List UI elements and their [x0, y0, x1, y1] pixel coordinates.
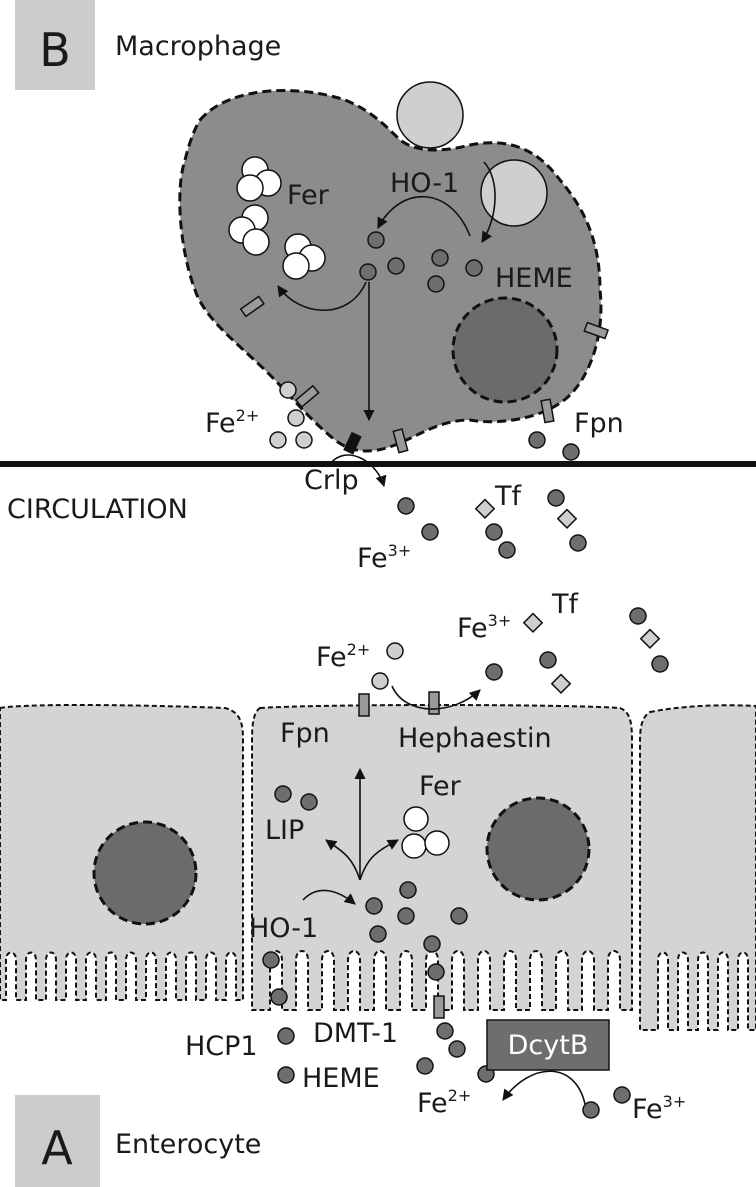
macrophage-nucleus [451, 296, 559, 404]
dcytb-box [486, 1019, 610, 1071]
iron-dots-fe2-macrophage [269, 381, 313, 449]
ferritin-cluster [282, 233, 326, 280]
panel-a-header: A Enterocyte [15, 1095, 261, 1187]
label-fe3-lumen: Fe3+ [632, 1092, 686, 1125]
iron-dots-macrophage [359, 231, 483, 293]
label-fpn-macrophage: Fpn [574, 408, 624, 439]
label-fer-macrophage: Fer [287, 180, 330, 211]
label-heme-macrophage: HEME [495, 263, 573, 294]
panel-b-letter: B [39, 23, 71, 77]
enterocyte-nucleus-left [92, 820, 198, 926]
label-ho1-macrophage: HO-1 [390, 168, 459, 199]
label-hcp1: HCP1 [185, 1031, 258, 1062]
red-blood-cell [396, 81, 464, 149]
panel-b-title: Macrophage [115, 31, 281, 62]
enterocyte-cell-center [251, 704, 633, 1011]
enterocyte-nucleus-center [485, 796, 591, 902]
iron-dots-enterocyte-cytosol [262, 881, 468, 1006]
iron-dots-fe2-apical [371, 642, 404, 690]
label-fe2-macrophage: Fe2+ [205, 406, 259, 439]
panel-b-letter-box [15, 0, 95, 90]
iron-dots-lip [274, 785, 318, 811]
label-circulation: CIRCULATION [7, 494, 188, 525]
ferritin-cluster [236, 156, 282, 202]
label-ho1-enterocyte: HO-1 [249, 913, 318, 944]
arrow-to-ferritin [277, 281, 367, 312]
label-heme-lumen: HEME [302, 1063, 380, 1094]
label-fe2-lumen: Fe2+ [417, 1086, 471, 1119]
panel-a-letter: A [41, 1121, 73, 1175]
arrow-to-ferritin-storage [359, 839, 399, 881]
arrow-ho1-enterocyte [302, 889, 356, 905]
ferritin-cluster-enterocyte [401, 806, 450, 859]
iron-dots-lumen [277, 1022, 631, 1119]
iron-dots-circulation [397, 489, 587, 559]
transferrin-group-circulation [474, 498, 578, 529]
enterocyte-cell-right [639, 704, 756, 1031]
label-tf-circulation: Tf [494, 481, 522, 512]
transporter-group-enterocyte [358, 691, 445, 1019]
arrow-hephaestin-oxidation [391, 685, 481, 710]
arrow-crlp-oxidation [329, 454, 387, 488]
label-crlp: Crlp [304, 465, 359, 496]
label-lip: LIP [265, 815, 304, 846]
arrow-dcytb-reduction [502, 1070, 586, 1105]
label-fe3-circulation: Fe3+ [357, 541, 411, 574]
transporter-group-macrophage [239, 295, 610, 454]
red-blood-cell [480, 159, 548, 227]
label-fe3-apical: Fe3+ [457, 611, 511, 644]
arrow-ho1-conversion [377, 195, 471, 237]
label-tf-apical: Tf [551, 589, 579, 620]
iron-dots-fpn-export [528, 431, 580, 461]
ferritin-cluster [228, 204, 270, 256]
panel-a-title: Enterocyte [115, 1129, 261, 1160]
label-fe2-apical: Fe2+ [316, 640, 370, 673]
ceruloplasmin-marker [343, 431, 362, 455]
arrow-heme-release [481, 161, 496, 243]
label-hephaestin: Hephaestin [398, 723, 552, 754]
label-fer-enterocyte: Fer [419, 771, 462, 802]
arrow-to-lip [325, 839, 361, 881]
label-fpn-enterocyte: Fpn [280, 718, 330, 749]
label-dmt1: DMT-1 [313, 1018, 398, 1049]
panel-b-header: B Macrophage [15, 0, 281, 90]
transferrin-group-apical [522, 612, 661, 694]
label-dcytb: DcytB [508, 1030, 589, 1061]
panel-a-letter-box [15, 1095, 100, 1187]
